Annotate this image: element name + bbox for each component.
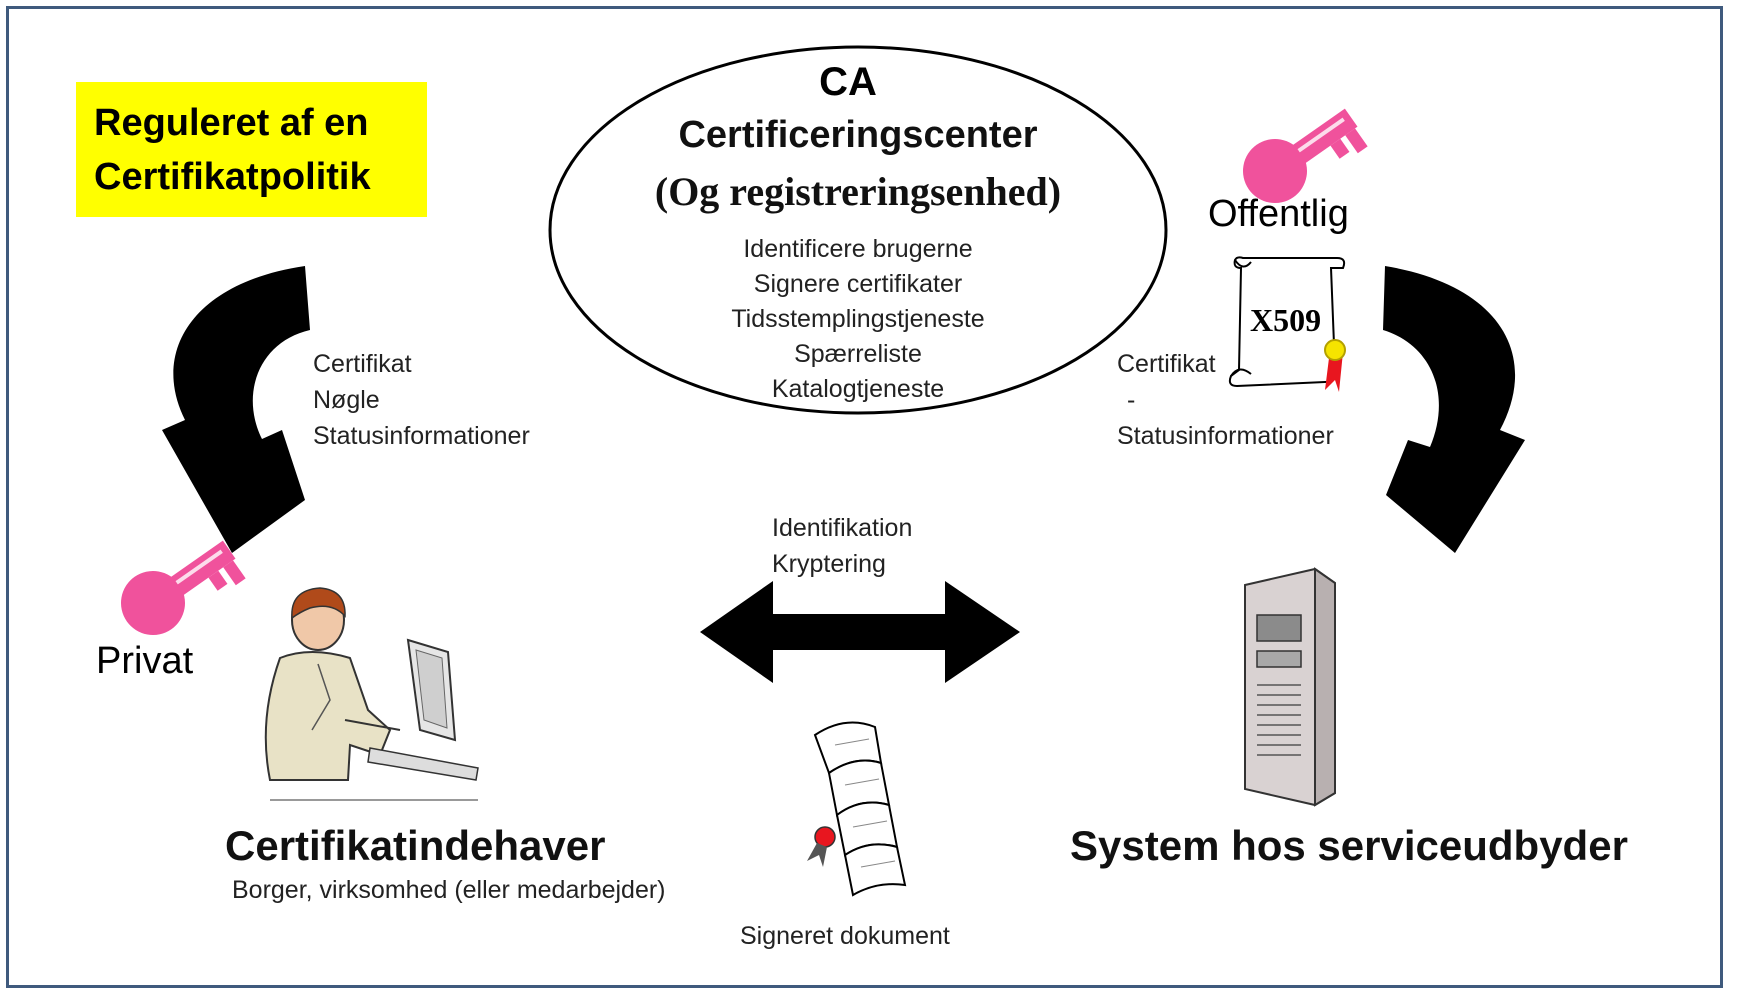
private-key-icon (121, 540, 246, 635)
left-flow-labels: Certifikat Nøgle Statusinformationer (313, 346, 530, 454)
ca-title: CA (819, 60, 877, 104)
ca-task-list: Identificere brugerne Signere certifikat… (660, 232, 1056, 407)
holder-subtitle: Borger, virksomhed (eller medarbejder) (232, 876, 666, 904)
left-flow-item: Statusinformationer (313, 422, 530, 450)
public-key-label: Offentlig (1208, 193, 1349, 235)
right-flow-item: Statusinformationer (1117, 422, 1334, 450)
document-label: Signeret dokument (740, 922, 950, 950)
ca-task: Katalogtjeneste (771, 375, 945, 403)
middle-flow-labels: Identifikation Kryptering (772, 510, 912, 582)
server-icon (1244, 567, 1336, 807)
holder-title: Certifikatindehaver (225, 822, 606, 869)
ca-task: Identificere brugerne (743, 235, 973, 263)
policy-box: Reguleret af en Certifikatpolitik (76, 82, 427, 217)
ca-task: Tidsstemplingstjeneste (731, 305, 985, 333)
private-key-label: Privat (96, 640, 194, 682)
right-flow-labels: Certifikat - Statusinformationer (1117, 346, 1334, 454)
ca-task: Signere certifikater (753, 270, 963, 298)
public-key-icon (1243, 108, 1368, 203)
middle-flow-item: Kryptering (772, 550, 886, 578)
left-flow-item: Certifikat (313, 350, 412, 378)
policy-line-1: Reguleret af en (94, 102, 369, 144)
server-title: System hos serviceudbyder (1070, 822, 1628, 869)
ca-task: Spærreliste (794, 340, 922, 368)
right-flow-item: - (1127, 386, 1136, 414)
ca-subtitle-2: (Og registreringsenhed) (654, 169, 1062, 214)
signed-document-icon (807, 721, 907, 897)
certificate-label: X509 (1250, 302, 1322, 338)
ca-subtitle: Certificeringscenter (678, 114, 1038, 156)
middle-flow-item: Identifikation (772, 514, 913, 542)
left-flow-item: Nøgle (313, 386, 380, 414)
policy-line-2: Certifikatpolitik (94, 156, 371, 198)
right-flow-item: Certifikat (1117, 350, 1216, 378)
person-at-computer-icon (264, 587, 479, 801)
certificate-scroll-icon (1228, 256, 1346, 392)
